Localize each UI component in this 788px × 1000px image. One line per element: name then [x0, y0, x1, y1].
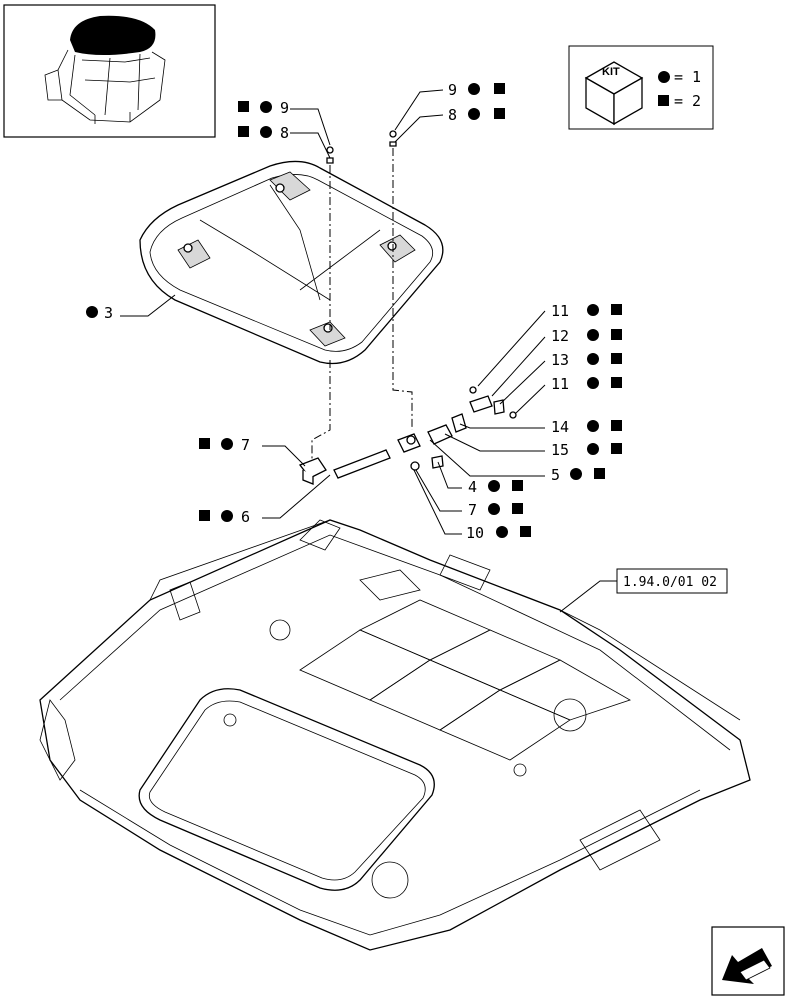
callout-12: 12 [551, 327, 622, 345]
callout-number: 5 [551, 466, 560, 484]
assembly-line [392, 148, 413, 430]
square-symbol [611, 304, 622, 315]
circle-symbol [468, 108, 480, 120]
square-symbol [512, 503, 523, 514]
hose-fittings-parts [298, 386, 517, 485]
callout-number: 8 [448, 106, 457, 124]
reference-code: 1.94.0/01 02 [623, 575, 717, 590]
callout-9-right: 9 [448, 81, 505, 99]
circle-symbol [587, 304, 599, 316]
callout-number: 7 [468, 501, 477, 519]
callout-number: 14 [551, 418, 569, 436]
circle-symbol [221, 438, 233, 450]
callout-7-left: 7 [199, 436, 250, 454]
callout-number: 8 [280, 124, 289, 142]
callout-7-right: 7 [468, 501, 523, 519]
callout-10: 10 [466, 524, 531, 542]
callout-number: 10 [466, 524, 484, 542]
reference-box: 1.94.0/01 02 [559, 568, 728, 613]
circle-symbol [587, 377, 599, 389]
kit-title: KIT [602, 66, 620, 78]
square-symbol [512, 480, 523, 491]
square-symbol [494, 108, 505, 119]
kit-legend: KIT = 1 = 2 [568, 45, 714, 130]
leader-lines [120, 89, 546, 535]
square-symbol [199, 510, 210, 521]
callout-number: 9 [280, 99, 289, 117]
square-symbol [594, 468, 605, 479]
callout-number: 15 [551, 441, 569, 459]
circle-symbol [86, 306, 98, 318]
square-symbol [611, 329, 622, 340]
circle-symbol [496, 526, 508, 538]
square-symbol [611, 377, 622, 388]
circle-symbol [587, 353, 599, 365]
kit-box-icon [584, 61, 644, 126]
square-symbol [611, 420, 622, 431]
callout-5: 5 [551, 466, 605, 484]
callout-number: 13 [551, 351, 569, 369]
next-page-arrow-icon[interactable] [711, 926, 785, 996]
circle-symbol [587, 443, 599, 455]
kit-circle-symbol [658, 71, 670, 83]
callout-3: 3 [86, 304, 113, 322]
callout-number: 11 [551, 375, 569, 393]
circle-symbol [587, 329, 599, 341]
circle-symbol [221, 510, 233, 522]
circle-symbol [570, 468, 582, 480]
callout-15: 15 [551, 441, 622, 459]
callout-number: 7 [241, 436, 250, 454]
circle-symbol [260, 126, 272, 138]
callout-9-left: 9 [238, 99, 289, 117]
kit-circle-value: 1 [692, 68, 701, 86]
circle-symbol [260, 101, 272, 113]
square-symbol [520, 526, 531, 537]
callout-number: 9 [448, 81, 457, 99]
callout-4: 4 [468, 478, 523, 496]
circle-symbol [468, 83, 480, 95]
circle-symbol [488, 503, 500, 515]
callout-14: 14 [551, 418, 622, 436]
square-symbol [494, 83, 505, 94]
roof-panel-part [139, 160, 444, 365]
callout-6: 6 [199, 508, 250, 526]
callout-number: 11 [551, 302, 569, 320]
kit-circle-equals: = [674, 68, 683, 86]
callout-number: 4 [468, 478, 477, 496]
cab-roof-location-icon [3, 4, 216, 138]
roof-base-structure [39, 519, 751, 951]
square-symbol [199, 438, 210, 449]
circle-symbol [488, 480, 500, 492]
callout-number: 12 [551, 327, 569, 345]
square-symbol [238, 126, 249, 137]
square-symbol [238, 101, 249, 112]
kit-square-equals: = [674, 92, 683, 110]
assembly-line [311, 360, 331, 460]
square-symbol [611, 353, 622, 364]
fastener-parts [326, 130, 397, 164]
callout-8-left: 8 [238, 124, 289, 142]
kit-square-symbol [658, 95, 669, 106]
kit-square-value: 2 [692, 92, 701, 110]
callout-number: 6 [241, 508, 250, 526]
callout-8-right: 8 [448, 106, 505, 124]
callout-13: 13 [551, 351, 622, 369]
circle-symbol [587, 420, 599, 432]
square-symbol [611, 443, 622, 454]
callout-number: 3 [104, 304, 113, 322]
callout-11a: 11 [551, 302, 622, 320]
callout-11b: 11 [551, 375, 622, 393]
